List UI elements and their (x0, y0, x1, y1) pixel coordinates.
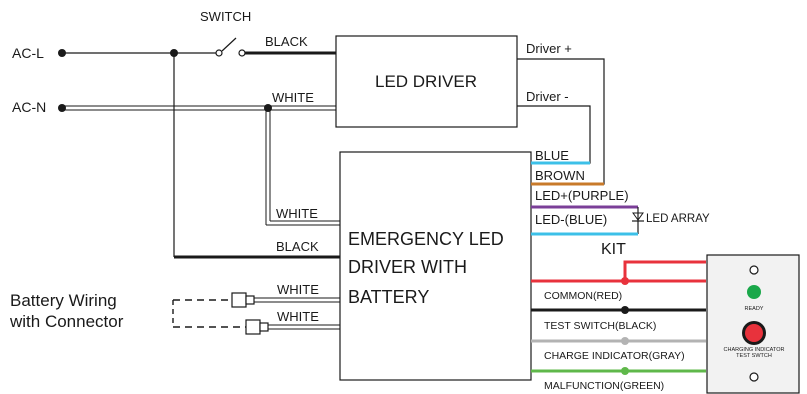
led-minus-label: LED-(BLUE) (535, 212, 607, 227)
charge-indicator-junction (621, 337, 629, 345)
charging-label-line2: TEST SWTCH (736, 353, 772, 359)
ac-l-label: AC-L (12, 45, 44, 61)
emergency-line2: DRIVER WITH (348, 257, 467, 277)
test-switch-junction (621, 306, 629, 314)
ac-n-terminal (58, 104, 66, 112)
emergency-line1: EMERGENCY LED (348, 229, 504, 249)
charging-label-line1: CHARGING INDICATOR (724, 347, 785, 353)
test-switch-label: TEST SWITCH(BLACK) (544, 320, 656, 332)
led-array-label: LED ARRAY (646, 213, 710, 225)
led-plus-label: LED+(PURPLE) (535, 188, 629, 203)
battery-bracket (172, 299, 246, 328)
driver-plus-label: Driver + (526, 41, 572, 56)
white-mid-label: WHITE (276, 206, 318, 221)
battery-connector-2 (245, 319, 340, 335)
battery-label-line2: with Connector (9, 312, 124, 331)
white-batt-2-label: WHITE (277, 309, 319, 324)
emergency-line3: BATTERY (348, 287, 429, 307)
test-button[interactable] (745, 324, 763, 342)
driver-minus-label: Driver - (526, 89, 569, 104)
switch-contact-left (215, 49, 223, 57)
led-driver-box (335, 35, 518, 128)
battery-connector-1 (231, 292, 340, 308)
emergency-driver-box (339, 151, 532, 381)
blue-label: BLUE (535, 148, 569, 163)
panel-screw-bottom (749, 372, 759, 382)
led-driver-title: LED DRIVER (375, 72, 477, 91)
battery-label-line1: Battery Wiring (10, 291, 117, 310)
malfunction-junction (621, 367, 629, 375)
led-array-icon (632, 212, 644, 222)
common-label: COMMON(RED) (544, 290, 622, 302)
ready-led-icon (747, 285, 761, 299)
charge-indicator-label: CHARGE INDICATOR(GRAY) (544, 350, 685, 362)
black-top-label: BLACK (265, 34, 308, 49)
red-junction (621, 277, 629, 285)
white-batt-1-label: WHITE (277, 282, 319, 297)
ac-n-label: AC-N (12, 99, 46, 115)
white-top-label: WHITE (272, 90, 314, 105)
black-mid-label: BLACK (276, 239, 319, 254)
switch-label: SWITCH (200, 9, 251, 24)
switch-blade (221, 37, 237, 52)
red-wire-top (623, 260, 706, 281)
switch-contact-right (238, 49, 246, 57)
ac-n-junction (264, 104, 272, 112)
panel-screw-top (749, 265, 759, 275)
brown-label: BROWN (535, 168, 585, 183)
indicator-panel: READY CHARGING INDICATOR TEST SWTCH (706, 254, 800, 394)
kit-label: KIT (601, 241, 626, 258)
ready-label: READY (745, 306, 764, 312)
malfunction-label: MALFUNCTION(GREEN) (544, 380, 664, 392)
